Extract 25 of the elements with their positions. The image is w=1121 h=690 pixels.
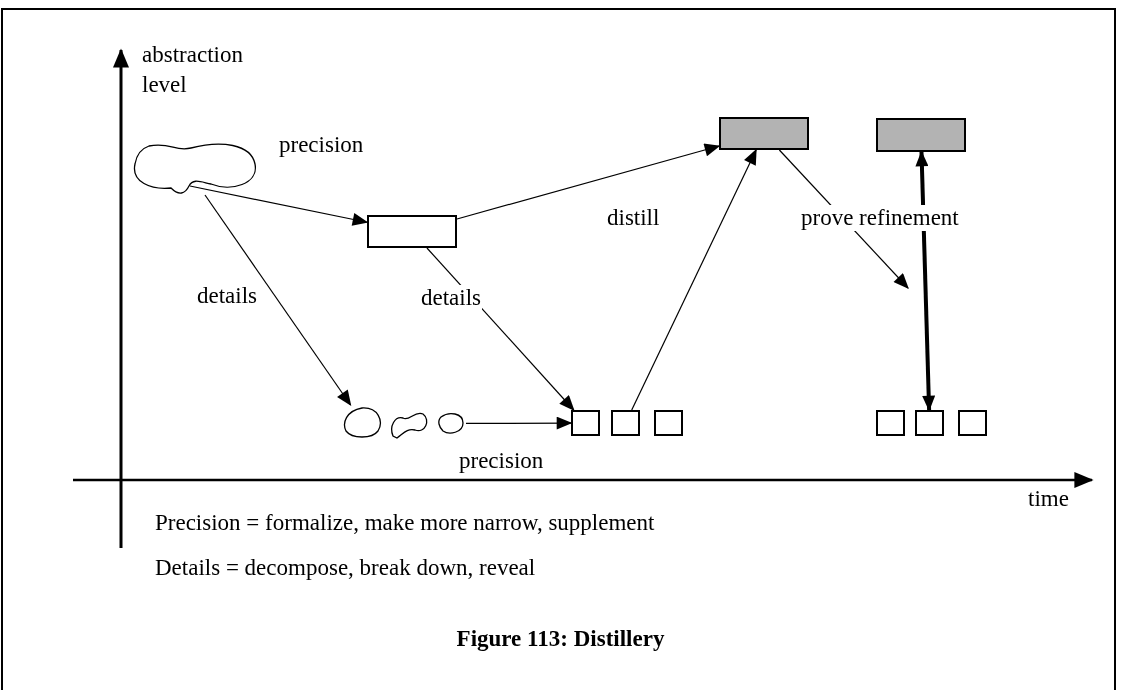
edge-label: details bbox=[420, 285, 483, 311]
box-shape bbox=[915, 410, 944, 436]
arrow bbox=[631, 148, 757, 411]
arrow bbox=[915, 150, 936, 412]
axis-label: abstraction level bbox=[142, 41, 244, 99]
edge-label: prove refinement bbox=[800, 205, 960, 231]
box-shape bbox=[958, 410, 987, 436]
box-shape bbox=[876, 410, 905, 436]
arrow bbox=[465, 416, 573, 430]
box-shape bbox=[367, 215, 457, 248]
arrow bbox=[456, 143, 721, 220]
note-text: Details = decompose, break down, reveal bbox=[155, 555, 536, 581]
axis-label: time bbox=[1028, 486, 1069, 512]
arrow bbox=[204, 194, 352, 407]
arrow bbox=[189, 185, 369, 226]
note-text: Precision = formalize, make more narrow, supplement bbox=[155, 510, 655, 536]
box-shape bbox=[571, 410, 600, 436]
cloud-shape bbox=[342, 405, 382, 438]
box-shape bbox=[611, 410, 640, 436]
shaded-box bbox=[876, 118, 966, 152]
figure-caption: Figure 113: Distillery bbox=[455, 625, 666, 653]
box-shape bbox=[654, 410, 683, 436]
cloud-shape bbox=[437, 411, 466, 436]
cloud-shape bbox=[131, 142, 259, 196]
shaded-box bbox=[719, 117, 809, 150]
